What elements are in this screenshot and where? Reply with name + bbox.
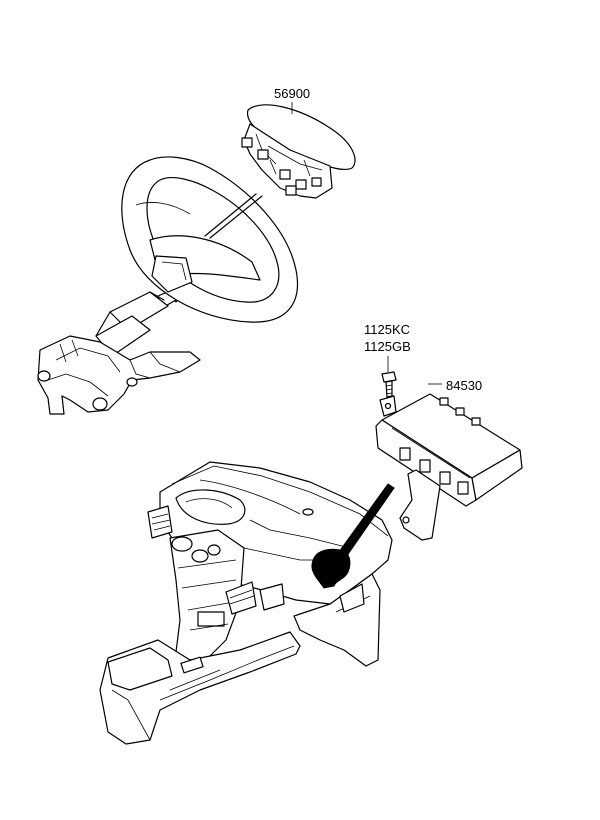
steering-column	[37, 283, 201, 415]
label-1125kc: 1125KC	[364, 322, 410, 337]
passenger-airbag-module	[375, 393, 523, 541]
driver-airbag-module	[241, 102, 356, 199]
label-84530: 84530	[446, 378, 482, 393]
label-56900: 56900	[274, 86, 310, 101]
label-1125gb: 1125GB	[364, 339, 411, 354]
dashboard-crash-pad	[99, 461, 395, 745]
bolt	[381, 356, 397, 398]
steering-wheel	[121, 156, 298, 323]
